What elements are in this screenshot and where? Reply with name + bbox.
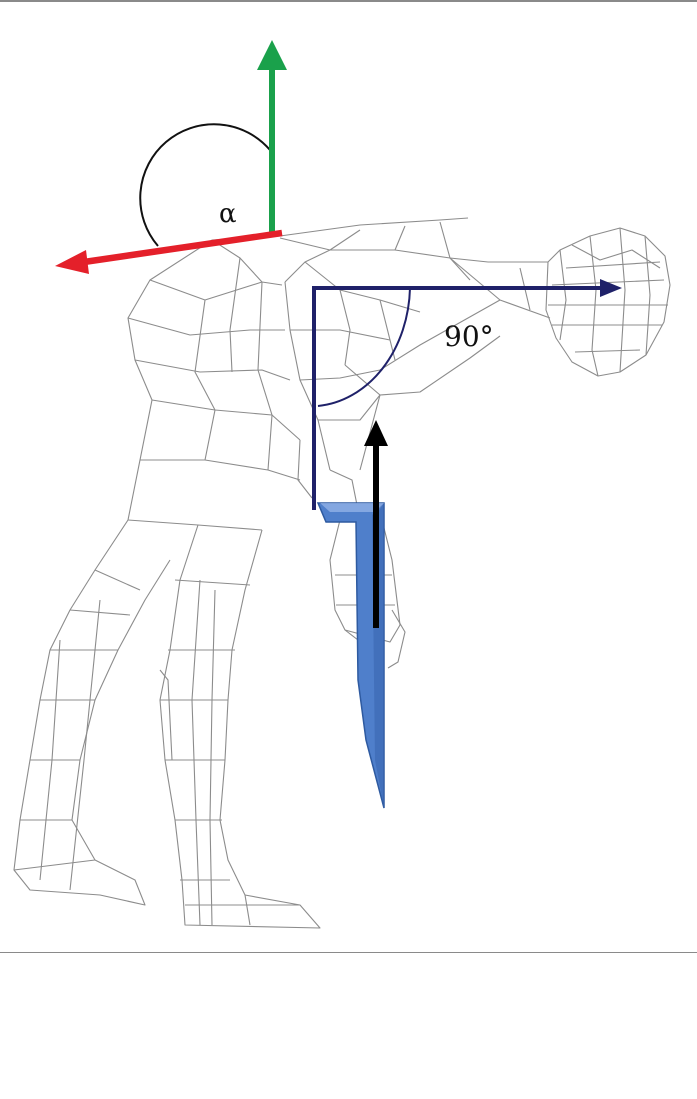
front-leg-mesh <box>159 524 321 929</box>
alpha-label: α <box>219 199 237 229</box>
back-leg-mesh <box>13 519 171 906</box>
alpha-angle-arc <box>139 123 271 247</box>
right-angle-arc <box>317 287 411 407</box>
force-up-arrow <box>364 420 388 628</box>
hip-mesh <box>127 239 301 531</box>
torso-mesh <box>211 217 501 471</box>
right-angle-label: 90° <box>444 320 494 353</box>
bottom-divider <box>0 952 697 953</box>
head-mesh <box>545 227 671 377</box>
top-divider <box>0 0 697 2</box>
right-angle-frame <box>312 279 622 510</box>
wireframe-figure <box>13 217 671 929</box>
trunk-direction-arrow <box>55 229 283 274</box>
vertical-up-arrow <box>257 40 287 232</box>
